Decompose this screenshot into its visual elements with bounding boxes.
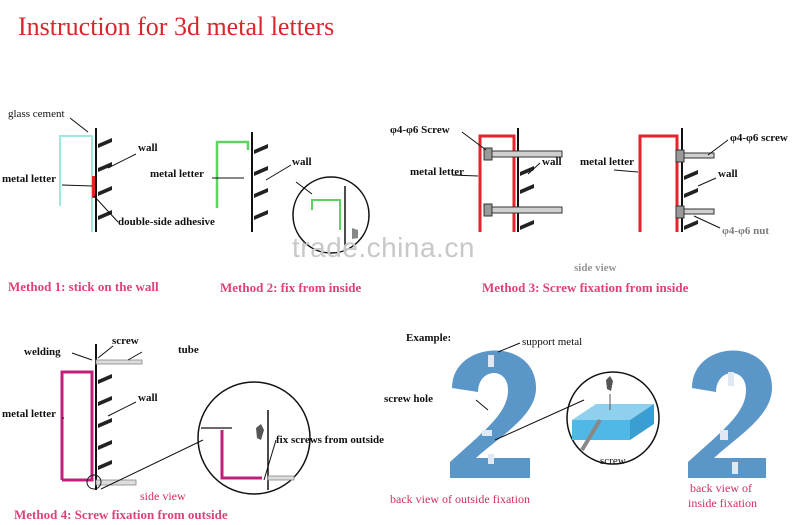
watermark: trade.china.cn [292,232,475,263]
method3-screw-right-label: φ4-φ6 screw [730,132,788,144]
example-screw-hole-label: screw hole [384,393,433,405]
example-digit-left-shape [450,350,536,478]
method4-tube-label: tube [178,344,199,356]
method1-metal-letter-label: metal letter [2,173,57,185]
method1-glass-cement-label: glass cement [8,108,65,120]
method3-left-brackets [520,166,534,230]
method4-tube-top [95,359,143,365]
method4-welding-label: welding [24,346,61,358]
method3-right-metal-letter [638,134,679,232]
method1-metal-letter [59,135,93,232]
method4-zoom-circle [197,381,311,495]
method2-heading: Method 2: fix from inside [220,280,362,295]
method4-wall-label: wall [138,392,158,404]
method4-screw-label: screw [112,335,139,347]
method3-metal-letter-left-label: metal letter [410,166,465,178]
example-digit-right-shape [688,350,772,478]
example-zoom-circle [566,371,660,465]
example-support-metal-label: support metal [522,336,583,348]
method3-side-view-label: side view [574,262,617,274]
method3-wall-left-label: wall [542,156,562,168]
method3-right-brackets [684,170,698,230]
method4-tube-bottom [95,479,137,486]
method3-diagram [451,128,729,232]
method2-metal-letter-label: metal letter [150,168,205,180]
method4-metal-letter [60,370,94,482]
method3-left-metal-letter [478,134,516,232]
example-screw-label: screw [600,455,626,467]
method2-wall-label: wall [292,156,312,168]
example-back-outside-label: back view of outside fixation [390,492,530,506]
method1-wall-label: wall [138,142,158,154]
method4-metal-letter-label: metal letter [2,408,57,420]
example-back-inside-label-2: inside fixation [688,496,757,510]
method3-heading: Method 3: Screw fixation from inside [482,280,689,295]
method3-left-screws [483,147,563,217]
example-diagram [450,342,772,478]
method2-metal-letter [215,140,250,208]
method2-zoom-circle [292,176,370,254]
method3-right-screws [675,149,715,219]
method3-screw-left-label: φ4-φ6 Screw [390,124,450,136]
method3-nut-label: φ4-φ6 nut [722,225,770,237]
method2-wall-brackets [254,144,268,220]
method3-wall-right-label: wall [718,168,738,180]
page-title: Instruction for 3d metal letters [18,12,335,41]
method1-adhesive-label: double-side adhesive [118,216,215,228]
method4-wall-brackets [98,374,112,470]
method1-heading: Method 1: stick on the wall [8,279,159,294]
example-label: Example: [406,332,452,344]
method4-fix-screws-label: fix screws from outside [276,434,385,446]
method4-side-view-label: side view [140,489,186,503]
method4-diagram [60,344,311,495]
method1-diagram [59,117,137,232]
method3-metal-letter-right-label: metal letter [580,156,635,168]
method1-adhesive-strip [92,176,95,198]
example-back-inside-label-1: back view of [690,481,752,495]
method2-diagram [212,132,370,254]
method4-heading: Method 4: Screw fixation from outside [14,507,228,522]
